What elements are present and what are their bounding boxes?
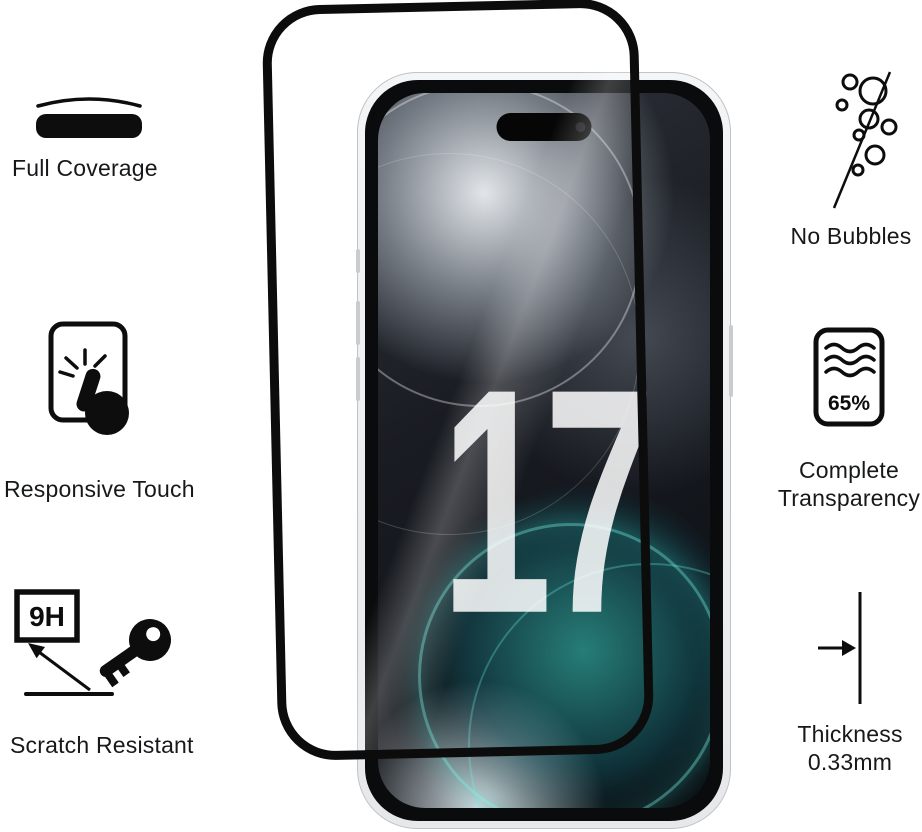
volume-down-button <box>355 357 360 401</box>
transparency-icon: 65% <box>812 326 886 428</box>
volume-up-button <box>355 301 360 345</box>
phone-bezel: 17 <box>365 80 723 821</box>
phone: 17 <box>355 72 733 829</box>
responsive-touch-icon <box>45 320 145 442</box>
wallpaper-model-number: 17 <box>378 342 710 663</box>
transparency-value: 65% <box>828 392 870 415</box>
no-bubbles-icon <box>812 68 907 213</box>
power-button <box>728 325 733 397</box>
scratch-resistant-label: Scratch Resistant <box>10 732 194 758</box>
action-button <box>355 249 360 273</box>
transparency-label: Complete Transparency <box>777 457 921 511</box>
wallpaper-teal-ring <box>418 523 710 808</box>
full-coverage-label: Full Coverage <box>12 155 158 181</box>
key-icon <box>99 619 171 688</box>
no-bubbles-label: No Bubbles <box>790 223 912 249</box>
full-coverage-icon <box>28 90 150 144</box>
responsive-touch-label: Responsive Touch <box>4 476 195 502</box>
hardness-badge: 9H <box>29 601 65 632</box>
thickness-icon <box>812 588 897 708</box>
screen-protector-glass <box>261 0 655 762</box>
phone-screen: 17 <box>378 93 710 808</box>
thickness-label: Thickness 0.33mm <box>797 721 903 775</box>
dynamic-island <box>496 113 592 141</box>
scratch-resistant-icon: 9H <box>12 582 202 707</box>
